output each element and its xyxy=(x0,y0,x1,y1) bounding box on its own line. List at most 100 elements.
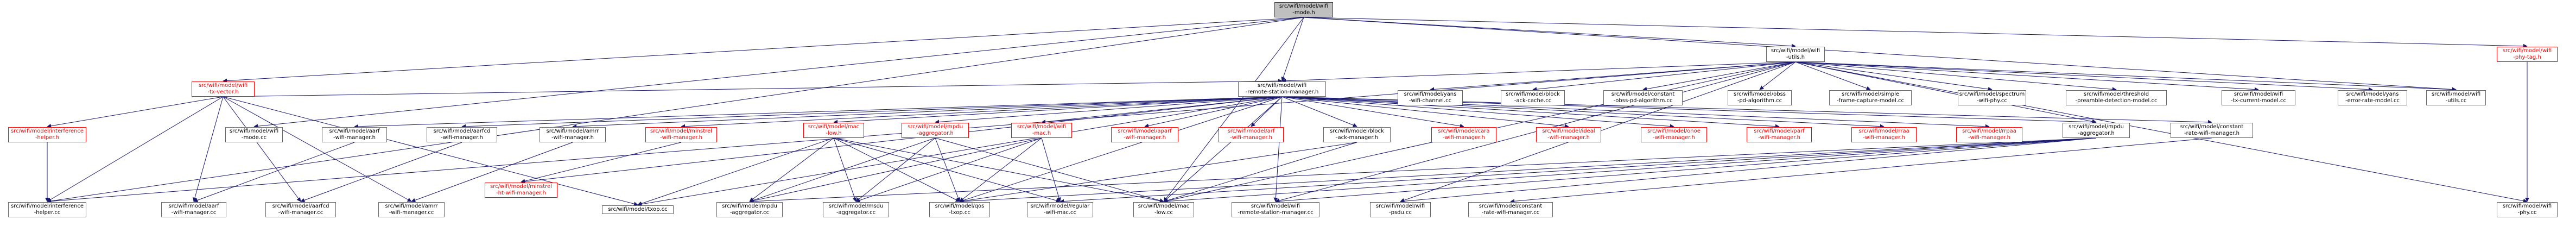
node-label-line: -wifi-manager.h xyxy=(1652,135,1696,141)
node-label-line: src/wifi/model/wifi xyxy=(229,128,279,134)
node-label-line: -ack-cache.cc xyxy=(1514,98,1552,104)
edge-wifi-utils-h-to-yans-error-rate-cc xyxy=(1795,61,2373,92)
node-label-line: -wifi-manager.h xyxy=(1968,135,2011,141)
node-ideal-h[interactable]: src/wifi/model/ideal-wifi-manager.h xyxy=(1536,127,1601,142)
node-mpdu-agg-h2[interactable]: src/wifi/model/mpdu-aggregator.h xyxy=(2063,123,2130,138)
node-wifi-mode-cc[interactable]: src/wifi/model/wifi-mode.cc xyxy=(225,127,283,142)
node-label-line: src/wifi/model/wifi xyxy=(1257,83,1307,89)
edge-mac-low-h-to-mpdu-agg-cc-a xyxy=(749,137,834,202)
node-spectrum-wifi-phy-cc[interactable]: src/wifi/model/spectrum-wifi-phy.cc xyxy=(1958,90,2026,105)
edge-wifi-utils-h-to-spectrum-wifi-phy-cc xyxy=(1795,61,1993,91)
edge-mpdu-agg-h2-to-qos-txop-cc xyxy=(959,137,2097,204)
edge-mac-low-h-to-txop-cc xyxy=(637,137,834,206)
node-mac-low-h[interactable]: src/wifi/model/mac-low.h xyxy=(803,123,864,138)
edge-block-ack-manager-h-to-mac-low-cc xyxy=(1163,142,1357,203)
node-amrr-h[interactable]: src/wifi/model/amrr-wifi-manager.h xyxy=(540,127,606,142)
edge-amrr-h-to-amrr-cc xyxy=(411,142,573,203)
node-minstrel-h[interactable]: src/wifi/model/minstrel-wifi-manager.h xyxy=(645,127,717,142)
edge-wifi-rsm-h-to-block-ack-manager-h xyxy=(1281,96,1357,128)
node-interference-cc[interactable]: src/wifi/model/interference-helper.cc xyxy=(8,202,86,217)
node-mpdu-agg-h1[interactable]: src/wifi/model/mpdu-aggregator.h xyxy=(902,123,969,138)
node-wifi-psdu-cc[interactable]: src/wifi/model/wifi-psdu.cc xyxy=(1370,202,1431,217)
node-wifi-tx-vector-h[interactable]: src/wifi/model/wifi-tx-vector.h xyxy=(192,81,255,97)
node-mpdu-agg-cc-a[interactable]: src/wifi/model/mpdu-aggregator.cc xyxy=(716,202,783,217)
node-threshold-preamble-cc[interactable]: src/wifi/model/threshold-preamble-detect… xyxy=(2066,90,2167,105)
edge-wifi-rsm-h-to-txop-cc xyxy=(637,96,1283,206)
node-label-line: -rate-wifi-manager.cc xyxy=(1481,210,1540,216)
node-label-line: src/wifi/model/mpdu xyxy=(722,203,777,209)
edge-wifi-rsm-h-to-amrr-h xyxy=(572,96,1283,129)
node-label-line: -wifi-manager.h xyxy=(1442,135,1486,141)
node-label-line: src/wifi/model/constant xyxy=(2180,124,2244,130)
node-aarfcd-h[interactable]: src/wifi/model/aarfcd-wifi-manager.h xyxy=(427,127,497,142)
edge-root-to-wifi-tx-vector-h xyxy=(223,17,1304,83)
node-label-line: src/wifi/model/parf xyxy=(1754,128,1805,134)
node-label-line: src/wifi/model/simple xyxy=(1841,91,1900,97)
node-aarf-cc[interactable]: src/wifi/model/aarf-wifi-manager.cc xyxy=(161,202,226,217)
node-simple-frame-capture-cc[interactable]: src/wifi/model/simple-frame-capture-mode… xyxy=(1829,90,1912,105)
node-obss-pd-cc[interactable]: src/wifi/model/obss-pd-algorithm.cc xyxy=(1728,90,1792,105)
node-label-line: src/wifi/model/constant xyxy=(1479,203,1543,209)
node-wifi-tx-current-cc[interactable]: src/wifi/model/wifi-tx-current-model.cc xyxy=(2222,90,2295,105)
node-interference-h[interactable]: src/wifi/model/interference-helper.h xyxy=(8,127,86,142)
node-label-line: -wifi-manager.cc xyxy=(171,210,217,216)
edge-wifi-rsm-h-to-ideal-h xyxy=(1281,96,1569,129)
node-aarf-h[interactable]: src/wifi/model/aarf-wifi-manager.h xyxy=(322,127,387,142)
node-label-line: src/wifi/model/arf xyxy=(1227,128,1275,134)
node-label-line: -helper.cc xyxy=(34,210,61,216)
node-parf-h[interactable]: src/wifi/model/parf-wifi-manager.h xyxy=(1747,127,1812,142)
edge-wifi-rsm-h-to-aarf-h xyxy=(354,96,1283,129)
node-wifi-mac-h[interactable]: src/wifi/model/wifi-mac.h xyxy=(1011,123,1072,138)
node-label-line: -low.cc xyxy=(1154,210,1173,216)
edge-mpdu-agg-h2-to-mpdu-agg-cc-a xyxy=(749,137,2097,204)
node-label-line: -aggregator.h xyxy=(2078,130,2115,136)
edge-block-ack-manager-h-to-qos-txop-cc xyxy=(959,142,1357,203)
node-label-line: -wifi-manager.h xyxy=(1757,135,1801,141)
node-txop-cc[interactable]: src/wifi/model/txop.cc xyxy=(602,205,674,214)
node-wifi-utils-h[interactable]: src/wifi/model/wifi-utils.h xyxy=(1766,47,1825,62)
node-wifi-rsm-cc[interactable]: src/wifi/model/wifi-remote-station-manag… xyxy=(1232,202,1319,217)
node-label-line: src/wifi/model/wifi xyxy=(1771,48,1820,54)
node-amrr-cc[interactable]: src/wifi/model/amrr-wifi-manager.cc xyxy=(378,202,445,217)
edge-root-to-wifi-utils-h xyxy=(1303,17,1796,48)
node-label-line: -wifi-mac.cc xyxy=(1043,210,1076,216)
edge-mac-low-h-to-regular-mac-cc xyxy=(833,137,1061,203)
node-label-line: -error-rate-model.cc xyxy=(2345,98,2400,104)
edge-wifi-utils-h-to-constant-obss-pd-cc xyxy=(1642,61,1796,91)
node-label-line: src/wifi/model/yans xyxy=(1404,91,1457,97)
node-label-line: src/wifi/model/mpdu xyxy=(908,124,963,130)
node-block-ack-manager-h[interactable]: src/wifi/model/block-ack-manager.h xyxy=(1323,127,1391,142)
node-wifi-phy-cc[interactable]: src/wifi/model/wifi-phy.cc xyxy=(2497,202,2558,217)
node-label-line: -wifi-phy.cc xyxy=(1977,98,2007,104)
node-msdu-agg-cc[interactable]: src/wifi/model/msdu-aggregator.cc xyxy=(823,202,889,217)
node-rrpaa-h[interactable]: src/wifi/model/rrpaa-wifi-manager.h xyxy=(1956,127,2022,142)
node-onoe-h[interactable]: src/wifi/model/onoe-wifi-manager.h xyxy=(1641,127,1707,142)
node-label-line: src/wifi/model/spectrum xyxy=(1959,91,2025,97)
node-yans-wifi-channel-cc[interactable]: src/wifi/model/yans-wifi-channel.cc xyxy=(1398,90,1463,105)
node-regular-mac-cc[interactable]: src/wifi/model/regular-wifi-mac.cc xyxy=(1027,202,1093,217)
node-minstrel-ht-h[interactable]: src/wifi/model/minstrel-ht-wifi-manager.… xyxy=(485,183,557,198)
edge-wifi-rsm-h-to-minstrel-ht-h xyxy=(521,96,1283,184)
node-label-line: src/wifi/model/wifi xyxy=(1017,124,1067,130)
node-block-ack-cache-cc[interactable]: src/wifi/model/block-ack-cache.cc xyxy=(1501,90,1565,105)
node-constant-rate-h[interactable]: src/wifi/model/constant-rate-wifi-manage… xyxy=(2171,123,2253,138)
node-constant-rate-cc[interactable]: src/wifi/model/constant-rate-wifi-manage… xyxy=(1468,202,1553,217)
node-label-line: -wifi-manager.h xyxy=(551,135,594,141)
node-wifi-phy-tag-h[interactable]: src/wifi/model/wifi-phy-tag.h xyxy=(2497,47,2558,62)
node-label-line: src/wifi/model/interference xyxy=(10,128,84,134)
edge-wifi-rsm-h-to-rraa-h xyxy=(1281,96,1885,129)
node-qos-txop-cc[interactable]: src/wifi/model/qos-txop.cc xyxy=(929,202,990,217)
node-constant-obss-pd-cc[interactable]: src/wifi/model/constant-obss-pd-algorith… xyxy=(1603,90,1683,105)
node-wifi-rsm-h[interactable]: src/wifi/model/wifi-remote-station-manag… xyxy=(1238,81,1326,97)
node-aarfcd-cc[interactable]: src/wifi/model/aarfcd-wifi-manager.cc xyxy=(265,202,336,217)
node-mac-low-cc[interactable]: src/wifi/model/mac-low.cc xyxy=(1133,202,1194,217)
node-rraa-h[interactable]: src/wifi/model/rraa-wifi-manager.h xyxy=(1851,127,1917,142)
node-cara-h[interactable]: src/wifi/model/cara-wifi-manager.h xyxy=(1431,127,1496,142)
node-label-line: src/wifi/model/cara xyxy=(1438,128,1490,134)
node-wifi-utils-cc[interactable]: src/wifi/model/wifi-utils.cc xyxy=(2426,90,2486,105)
node-aparf-h[interactable]: src/wifi/model/aparf-wifi-manager.h xyxy=(1111,127,1178,142)
node-label-line: src/wifi/model/wifi xyxy=(1251,203,1300,209)
node-arf-h[interactable]: src/wifi/model/arf-wifi-manager.h xyxy=(1219,127,1284,142)
edge-root-to-wifi-mode-cc xyxy=(253,17,1304,129)
node-yans-error-rate-cc[interactable]: src/wifi/model/yans-error-rate-model.cc xyxy=(2338,90,2407,105)
